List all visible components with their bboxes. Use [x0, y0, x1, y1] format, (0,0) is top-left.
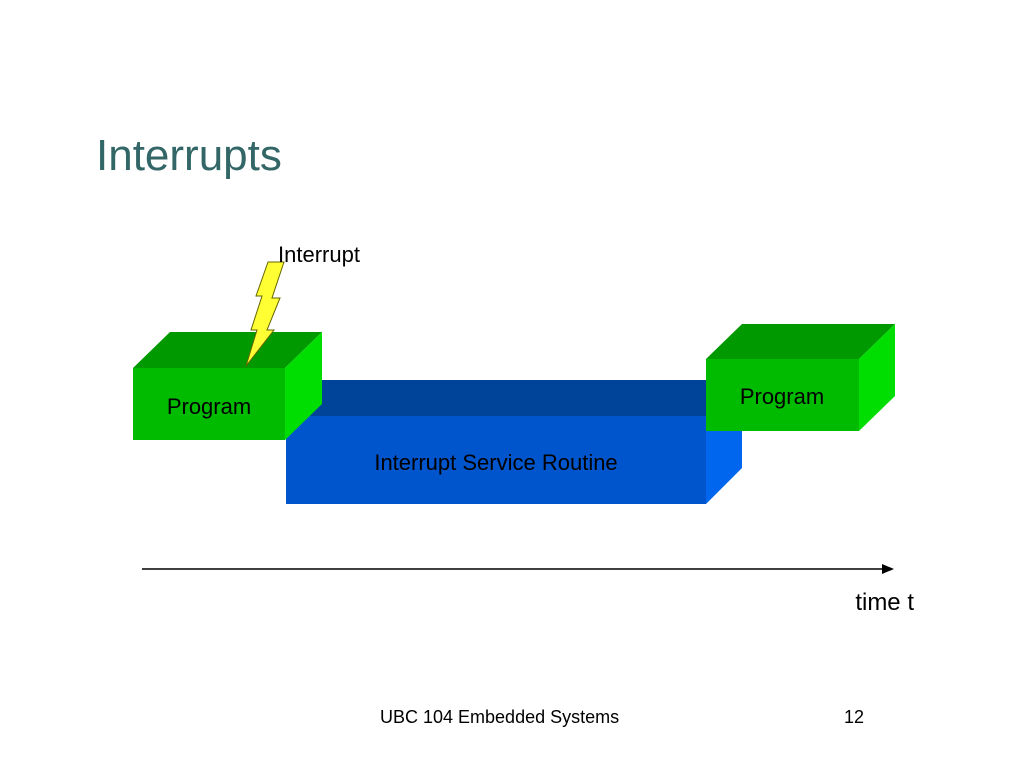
program-right-top [706, 324, 895, 359]
program-left-front [133, 368, 285, 440]
isr-block: Interrupt Service Routine [286, 380, 742, 504]
time-axis-arrowhead-icon [882, 564, 894, 574]
program-left-side [285, 332, 322, 440]
time-axis-label: time t [855, 589, 914, 616]
lightning-bolt-icon [245, 261, 285, 367]
program-right-front [706, 359, 859, 431]
page-number: 12 [844, 707, 865, 727]
isr-block-top [286, 380, 742, 416]
program-left-top [133, 332, 322, 368]
time-axis [142, 564, 894, 574]
isr-label: Interrupt Service Routine [374, 450, 617, 475]
footer-course-name: UBC 104 Embedded Systems [380, 707, 620, 727]
program-block-right: Program [706, 324, 895, 431]
interrupt-label: Interrupt [278, 242, 360, 267]
program-right-side [859, 324, 895, 431]
program-left-label: Program [167, 394, 251, 419]
program-right-label: Program [740, 384, 824, 409]
program-block-left: Program [133, 332, 322, 440]
slide-title: Interrupts [96, 131, 282, 180]
isr-block-front [286, 416, 706, 504]
